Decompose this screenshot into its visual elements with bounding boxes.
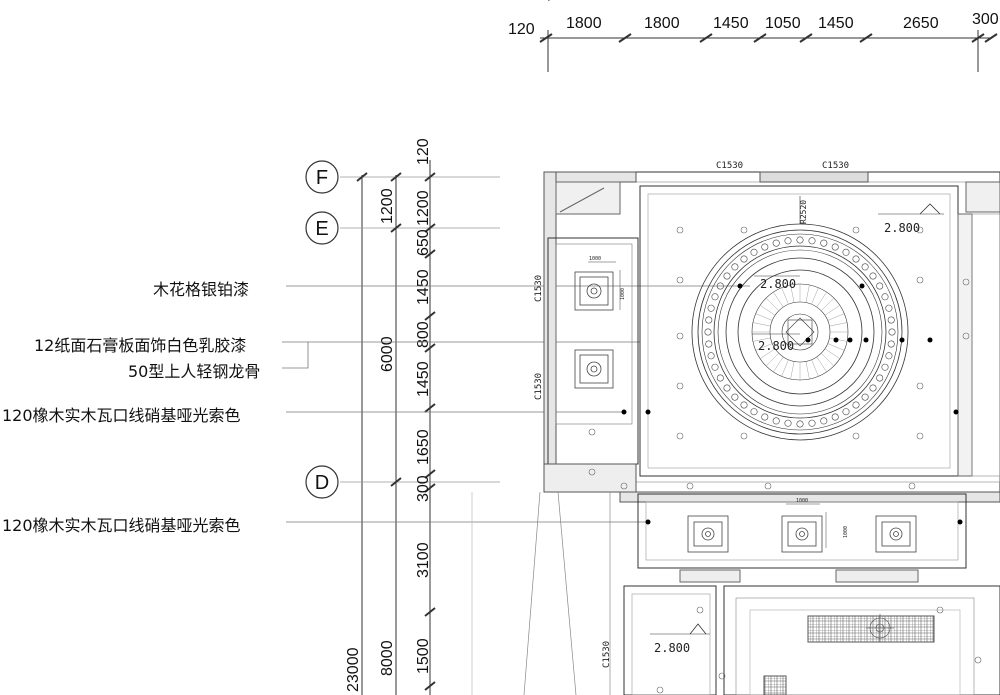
window-label: C1530 — [716, 161, 743, 171]
lower-band-fixtures — [687, 503, 917, 553]
svg-text:F: F — [316, 167, 328, 189]
left-dim-text: 1200 — [379, 188, 396, 224]
top-dim-text: 120 — [508, 21, 535, 38]
left-dim-text: 1200 — [415, 190, 432, 226]
grid-axis-e: E — [305, 211, 339, 245]
left-room-fixtures — [574, 261, 621, 389]
left-dim-text: 6000 — [379, 336, 396, 372]
window-label: C1530 — [822, 161, 849, 171]
top-dim-text: 300 — [972, 11, 999, 28]
annotation-oak-molding: 120橡木实木瓦口线硝基哑光索色 — [2, 516, 241, 535]
top-dim-text: 1450 — [818, 15, 854, 32]
top-dim-text: 2650 — [903, 15, 939, 32]
left-dim-text: 120 — [415, 138, 432, 165]
annotation-oak-molding: 120橡木实木瓦口线硝基哑光索色 — [2, 406, 241, 425]
top-dim-text: 1450 — [713, 15, 749, 32]
level-marker: 2.800 — [650, 623, 710, 655]
small-dim-text: 1000 — [620, 288, 626, 300]
left-dim-text: 1450 — [415, 361, 432, 397]
svg-text:E: E — [315, 218, 328, 240]
top-dim-text: 1050 — [765, 15, 801, 32]
top-dim-text: 1800 — [644, 15, 680, 32]
radial-pattern — [752, 284, 848, 380]
svg-text:2.800: 2.800 — [760, 277, 796, 291]
annotation-wood-lattice: 木花格银铂漆 — [153, 280, 250, 299]
small-dim-text: 1000 — [589, 256, 601, 262]
room-outline — [471, 171, 1000, 695]
annotation-steel-keel: 50型上人轻钢龙骨 — [128, 362, 261, 381]
left-dim-text: 800 — [415, 321, 432, 348]
annotation-leaders — [282, 285, 750, 523]
annotation-gypsum-board: 12纸面石膏板面饰白色乳胶漆 — [34, 336, 247, 355]
left-dim-text: 1500 — [415, 638, 432, 674]
small-dim-text: 1000 — [843, 526, 849, 538]
svg-text:2.800: 2.800 — [654, 641, 690, 655]
chandelier-icon — [866, 614, 894, 642]
top-dimension-chain — [539, 0, 998, 72]
left-dim-text: 1450 — [415, 269, 432, 305]
leader-dots — [621, 283, 963, 525]
radius-label: R2520 — [799, 200, 808, 224]
left-dim-text: 8000 — [379, 640, 396, 676]
svg-text:2.800: 2.800 — [884, 221, 920, 235]
left-dim-text: 650 — [415, 229, 432, 256]
round-ceiling-feature — [691, 223, 909, 441]
left-dimension-chains — [340, 160, 500, 695]
left-dim-text: 3100 — [415, 542, 432, 578]
level-marker: 2.800 — [878, 203, 944, 235]
svg-text:2.800: 2.800 — [758, 339, 794, 353]
downlight-grid — [588, 226, 982, 694]
top-dim-text: 1800 — [566, 15, 602, 32]
left-dim-text: 23000 — [345, 647, 362, 692]
grid-axis-f: F — [305, 160, 339, 194]
window-label: C1530 — [534, 275, 544, 302]
svg-text:D: D — [315, 472, 329, 494]
left-dim-text: 300 — [415, 475, 432, 502]
window-label: C1530 — [602, 641, 612, 668]
small-dim-text: 1000 — [796, 498, 808, 504]
window-label: C1530 — [534, 373, 544, 400]
left-dim-text: 1650 — [415, 429, 432, 465]
level-marker: 2.800 — [752, 333, 800, 353]
level-marker: 2.800 — [754, 275, 800, 291]
decorative-bead-ring — [704, 236, 896, 428]
grid-axis-d: D — [305, 465, 339, 499]
